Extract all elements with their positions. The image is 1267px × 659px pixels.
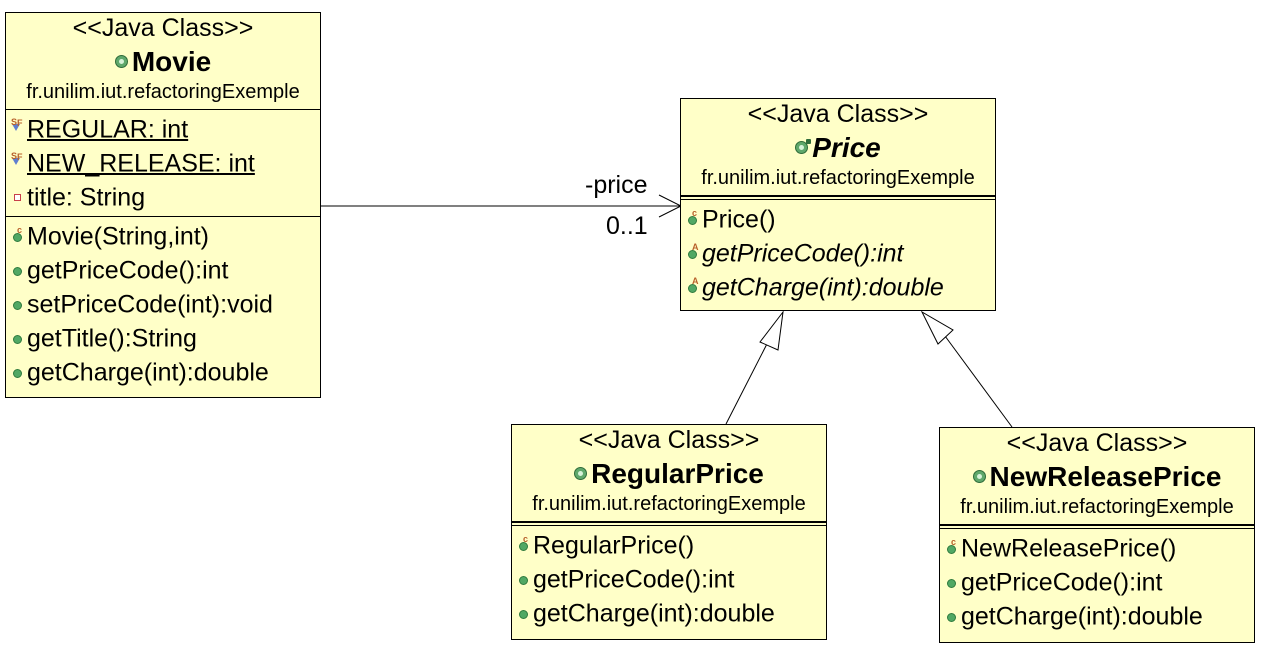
method-row[interactable]: getCharge(int):double	[512, 595, 826, 629]
method-row[interactable]: getCharge(int):double	[940, 598, 1254, 632]
public-method-icon	[517, 569, 532, 589]
abstract-method-icon: A	[686, 277, 701, 297]
method-row[interactable]: getPriceCode():int	[512, 561, 826, 595]
package-name: fr.unilim.iut.refactoringExemple	[960, 496, 1234, 518]
method-row[interactable]: getTitle():String	[6, 320, 320, 354]
method-row[interactable]: getCharge(int):double	[6, 354, 320, 388]
public-method-icon	[945, 606, 960, 626]
public-method-icon	[945, 572, 960, 592]
method-row[interactable]: getPriceCode():int	[6, 252, 320, 286]
generalization-newreleaseprice-price	[920, 310, 1013, 428]
class-new-release-price[interactable]: <<Java Class>> NewReleasePrice fr.unilim…	[939, 427, 1255, 643]
abstract-method-icon: A	[686, 243, 701, 263]
public-method-icon	[11, 294, 26, 314]
class-header: <<Java Class>> NewReleasePrice fr.unilim…	[940, 428, 1254, 524]
public-method-icon	[517, 603, 532, 623]
class-icon	[574, 467, 588, 481]
private-field-icon	[11, 187, 26, 207]
public-method-icon	[11, 260, 26, 280]
generalization-regularprice-price	[725, 310, 784, 425]
public-method-icon	[11, 362, 26, 382]
empty-fields-compartment	[940, 525, 1254, 529]
association-role-label: -price	[585, 171, 648, 199]
class-icon	[114, 55, 128, 69]
class-name: Price	[681, 130, 995, 165]
constructor-icon: c	[686, 209, 701, 229]
method-row[interactable]: getPriceCode():int	[940, 564, 1254, 598]
package-name: fr.unilim.iut.refactoringExemple	[532, 493, 806, 515]
stereotype: <<Java Class>>	[747, 100, 929, 128]
constructor-icon: c	[517, 535, 532, 555]
stereotype: <<Java Class>>	[72, 14, 254, 42]
package-name: fr.unilim.iut.refactoringExemple	[701, 167, 975, 189]
class-header: <<Java Class>> Price fr.unilim.iut.refac…	[681, 99, 995, 195]
stereotype: <<Java Class>>	[1006, 429, 1188, 457]
empty-fields-compartment	[681, 196, 995, 200]
class-name: NewReleasePrice	[940, 459, 1254, 494]
association-multiplicity-label: 0..1	[606, 212, 648, 240]
class-price[interactable]: <<Java Class>> Price fr.unilim.iut.refac…	[680, 98, 996, 311]
class-movie[interactable]: <<Java Class>> Movie fr.unilim.iut.refac…	[5, 12, 321, 398]
package-name: fr.unilim.iut.refactoringExemple	[26, 81, 300, 103]
stereotype: <<Java Class>>	[578, 426, 760, 454]
constructor-icon: c	[11, 226, 26, 246]
class-regular-price[interactable]: <<Java Class>> RegularPrice fr.unilim.iu…	[511, 424, 827, 640]
class-header: <<Java Class>> RegularPrice fr.unilim.iu…	[512, 425, 826, 521]
public-method-icon	[11, 328, 26, 348]
field-row[interactable]: title: String	[6, 179, 320, 213]
class-icon	[972, 470, 986, 484]
class-header: <<Java Class>> Movie fr.unilim.iut.refac…	[6, 13, 320, 109]
class-name: RegularPrice	[512, 456, 826, 491]
empty-fields-compartment	[512, 522, 826, 526]
abstract-class-icon	[795, 139, 812, 155]
class-name: Movie	[6, 44, 320, 79]
constructor-icon: c	[945, 538, 960, 558]
method-row[interactable]: setPriceCode(int):void	[6, 286, 320, 320]
